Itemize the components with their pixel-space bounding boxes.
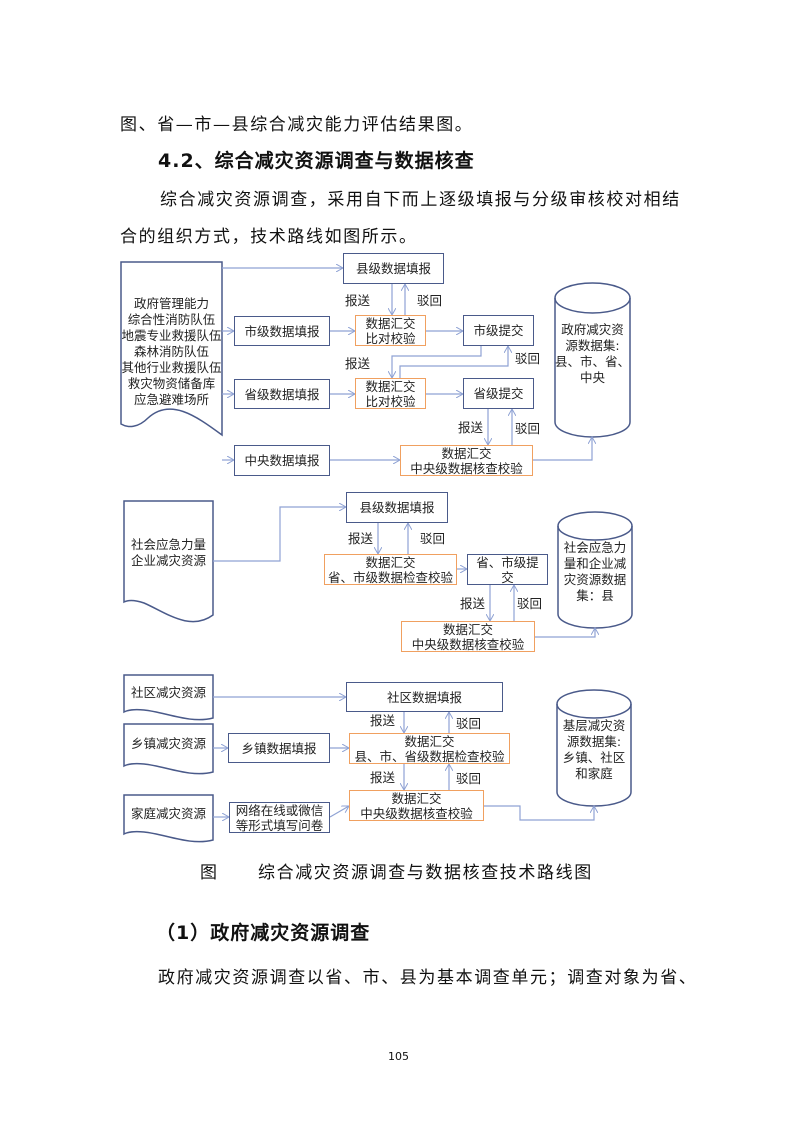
send-label: 报送	[370, 713, 396, 728]
social-dataset-label: 社会应急力 量和企业减 灾资源数据 集：县	[563, 540, 627, 603]
city-submit-box: 市级提交	[463, 315, 534, 346]
reject-label: 驳回	[420, 531, 446, 546]
county-fill-box: 县级数据填报	[343, 253, 444, 284]
send-label: 报送	[460, 596, 486, 611]
send-label: 报送	[458, 420, 484, 435]
community-fill-box: 社区数据填报	[346, 682, 503, 712]
document-shape	[120, 261, 223, 437]
reject-label: 驳回	[517, 596, 543, 611]
city-summary-box: 数据汇交 比对校验	[355, 315, 426, 346]
document-shape	[123, 794, 214, 843]
database-cylinder	[554, 282, 631, 438]
government-dataset-label: 政府减灾资 源数据集: 县、市、省、 中央	[555, 322, 631, 385]
county-city-province-summary-box: 数据汇交 县、市、省级数据检查校验	[349, 733, 510, 764]
paragraph-line: 合的组织方式，技术路线如图所示。	[120, 227, 418, 247]
town-source-label: 乡镇减灾资源	[130, 736, 206, 751]
grassroots-dataset-label: 基层减灾资 源数据集: 乡镇、社区 和家庭	[562, 718, 626, 781]
send-label: 报送	[348, 531, 374, 546]
community-source-label: 社区减灾资源	[130, 685, 206, 700]
central-check-box: 数据汇交 中央级数据核查校验	[400, 445, 533, 476]
online-form-box: 网络在线或微信 等形式填写问卷	[229, 802, 330, 833]
document-shape	[123, 674, 214, 721]
reject-label: 驳回	[515, 351, 541, 366]
central-fill-box: 中央数据填报	[234, 445, 330, 476]
paragraph-line: 政府减灾资源调查以省、市、县为基本调查单元；调查对象为省、	[158, 968, 698, 988]
reject-label: 驳回	[456, 716, 482, 731]
government-resources-list: 政府管理能力 综合性消防队伍 地震专业救援队伍 森林消防队伍 其他行业救援队伍 …	[121, 296, 222, 407]
document-shape	[123, 500, 214, 623]
central-check-box: 数据汇交 中央级数据核查校验	[349, 790, 484, 821]
send-label: 报送	[345, 356, 371, 371]
send-label: 报送	[370, 770, 396, 785]
reject-label: 驳回	[456, 771, 482, 786]
send-label: 报送	[345, 293, 371, 308]
county-fill-box: 县级数据填报	[346, 492, 448, 523]
province-summary-box: 数据汇交 比对校验	[355, 378, 426, 409]
reject-label: 驳回	[417, 293, 443, 308]
database-cylinder	[557, 511, 633, 629]
figure-caption: 综合减灾资源调查与数据核查技术路线图	[258, 863, 593, 883]
family-source-label: 家庭减灾资源	[130, 806, 206, 821]
section-heading: 4.2、综合减灾资源调查与数据核查	[158, 150, 475, 172]
province-submit-box: 省级提交	[463, 378, 534, 409]
province-fill-box: 省级数据填报	[234, 379, 330, 409]
page-number: 105	[388, 1050, 409, 1063]
reject-label: 驳回	[515, 421, 541, 436]
document-shape	[123, 723, 214, 775]
province-city-summary-box: 数据汇交 省、市级数据检查校验	[324, 554, 457, 585]
text-line: 图、省—市—县综合减灾能力评估结果图。	[120, 115, 474, 135]
figure-caption-prefix: 图	[200, 863, 219, 883]
social-resources-list: 社会应急力量 企业减灾资源	[130, 537, 206, 568]
city-fill-box: 市级数据填报	[234, 316, 330, 346]
central-check-box: 数据汇交 中央级数据核查校验	[401, 621, 535, 652]
paragraph-line: 综合减灾资源调查，采用自下而上逐级填报与分级审核校对相结	[160, 190, 681, 210]
database-cylinder	[556, 689, 632, 807]
town-fill-box: 乡镇数据填报	[228, 733, 330, 763]
subsection-heading: （1）政府减灾资源调查	[156, 922, 371, 944]
province-city-submit-box: 省、市级提 交	[467, 554, 548, 585]
